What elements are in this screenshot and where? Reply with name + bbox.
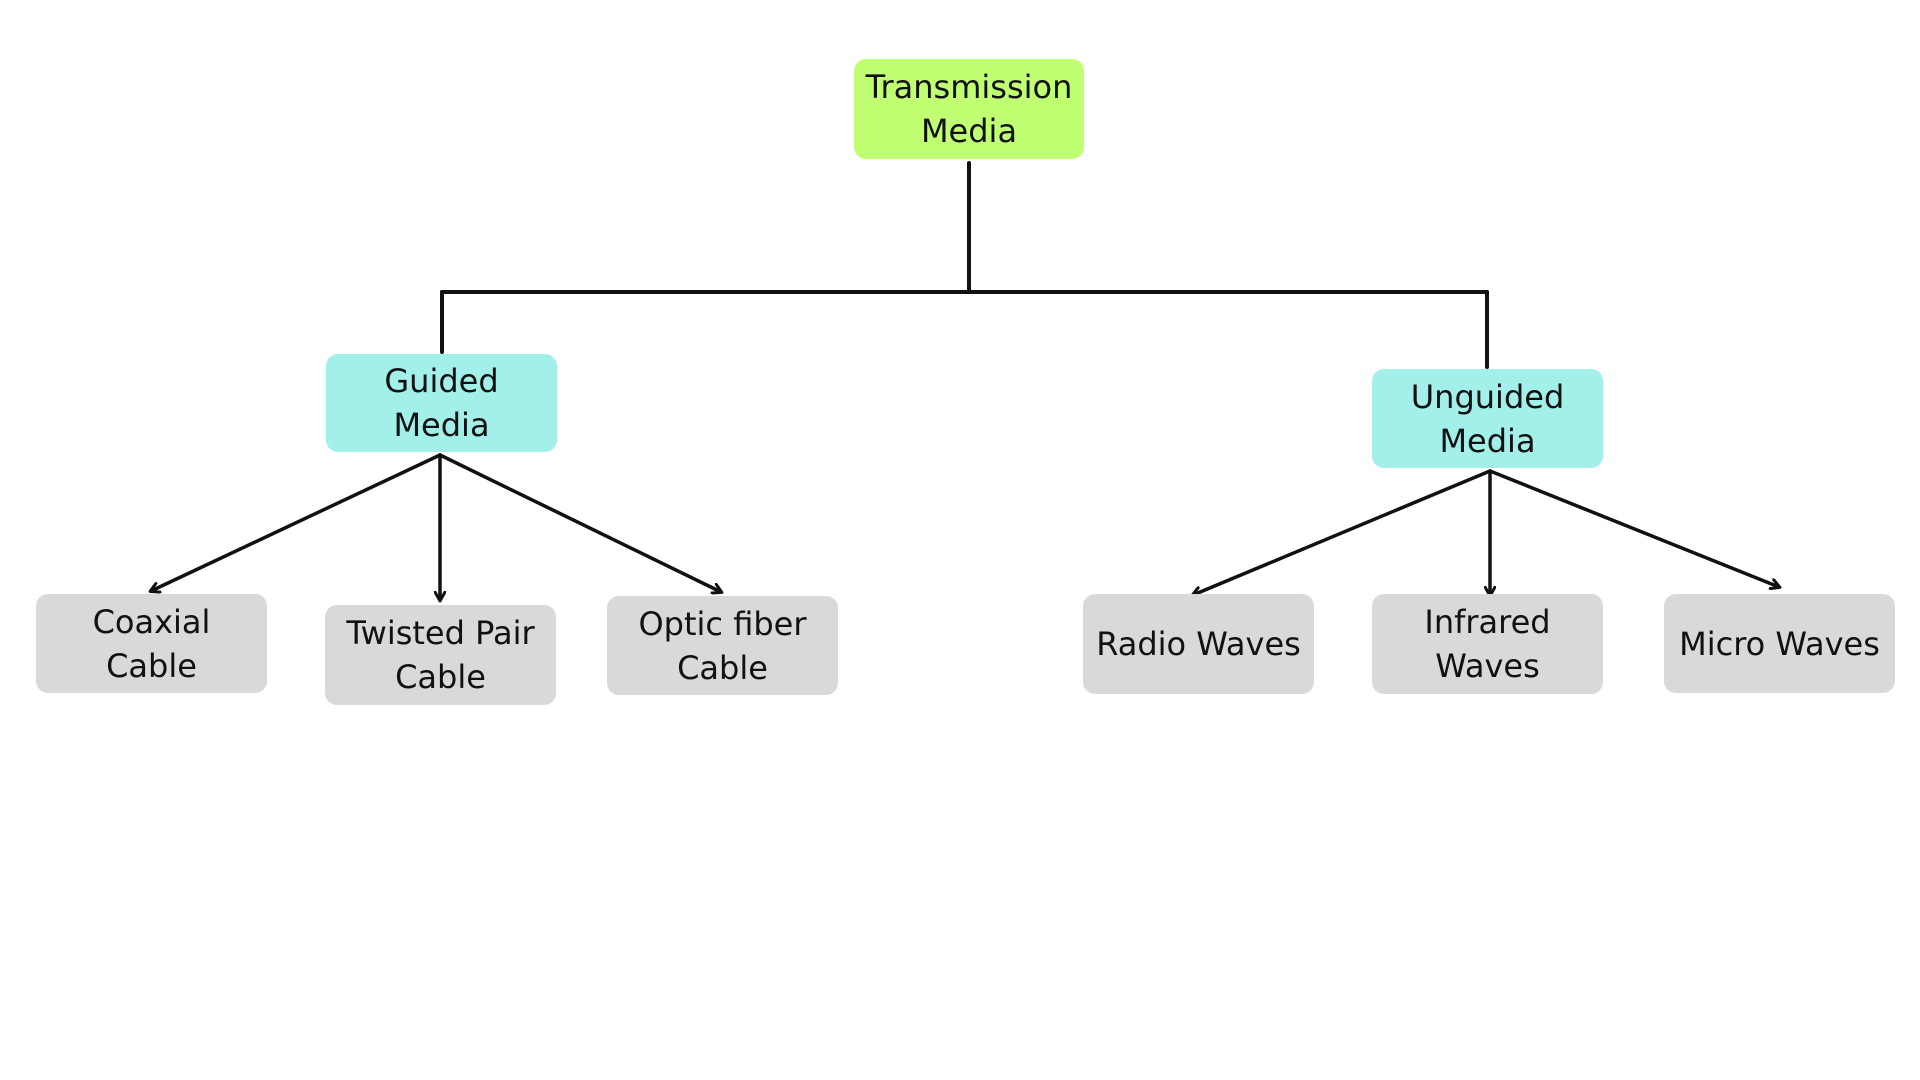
arrow-to-optic-fiber-cable xyxy=(438,453,721,592)
leaf-node-label: Optic fiber Cable xyxy=(638,604,807,687)
category-node-label: Unguided Media xyxy=(1410,377,1565,460)
category-node-guided-media: Guided Media xyxy=(326,354,557,452)
arrow-to-radio-waves xyxy=(1193,469,1492,595)
arrow-to-coaxial-cable xyxy=(151,453,442,591)
root-node-label: Transmission Media xyxy=(865,68,1073,150)
leaf-node-label: Coaxial Cable xyxy=(92,602,211,685)
leaf-node-micro-waves: Micro Waves xyxy=(1664,594,1895,693)
leaf-node-optic-fiber-cable: Optic fiber Cable xyxy=(607,596,838,695)
category-node-label: Guided Media xyxy=(384,362,499,444)
leaf-node-label: Micro Waves xyxy=(1679,624,1880,663)
category-node-unguided-media: Unguided Media xyxy=(1372,369,1603,468)
leaf-node-infrared-waves: Infrared Waves xyxy=(1372,594,1603,694)
root-node-transmission-media: Transmission Media xyxy=(854,59,1084,159)
leaf-node-label: Infrared Waves xyxy=(1424,603,1551,685)
leaf-node-label: Radio Waves xyxy=(1096,625,1301,663)
leaf-node-radio-waves: Radio Waves xyxy=(1083,594,1314,694)
leaf-node-label: Twisted Pair Cable xyxy=(346,614,535,696)
leaf-node-coaxial-cable: Coaxial Cable xyxy=(36,594,267,693)
leaf-node-twisted-pair-cable: Twisted Pair Cable xyxy=(325,605,556,705)
arrow-to-micro-waves xyxy=(1488,469,1779,587)
